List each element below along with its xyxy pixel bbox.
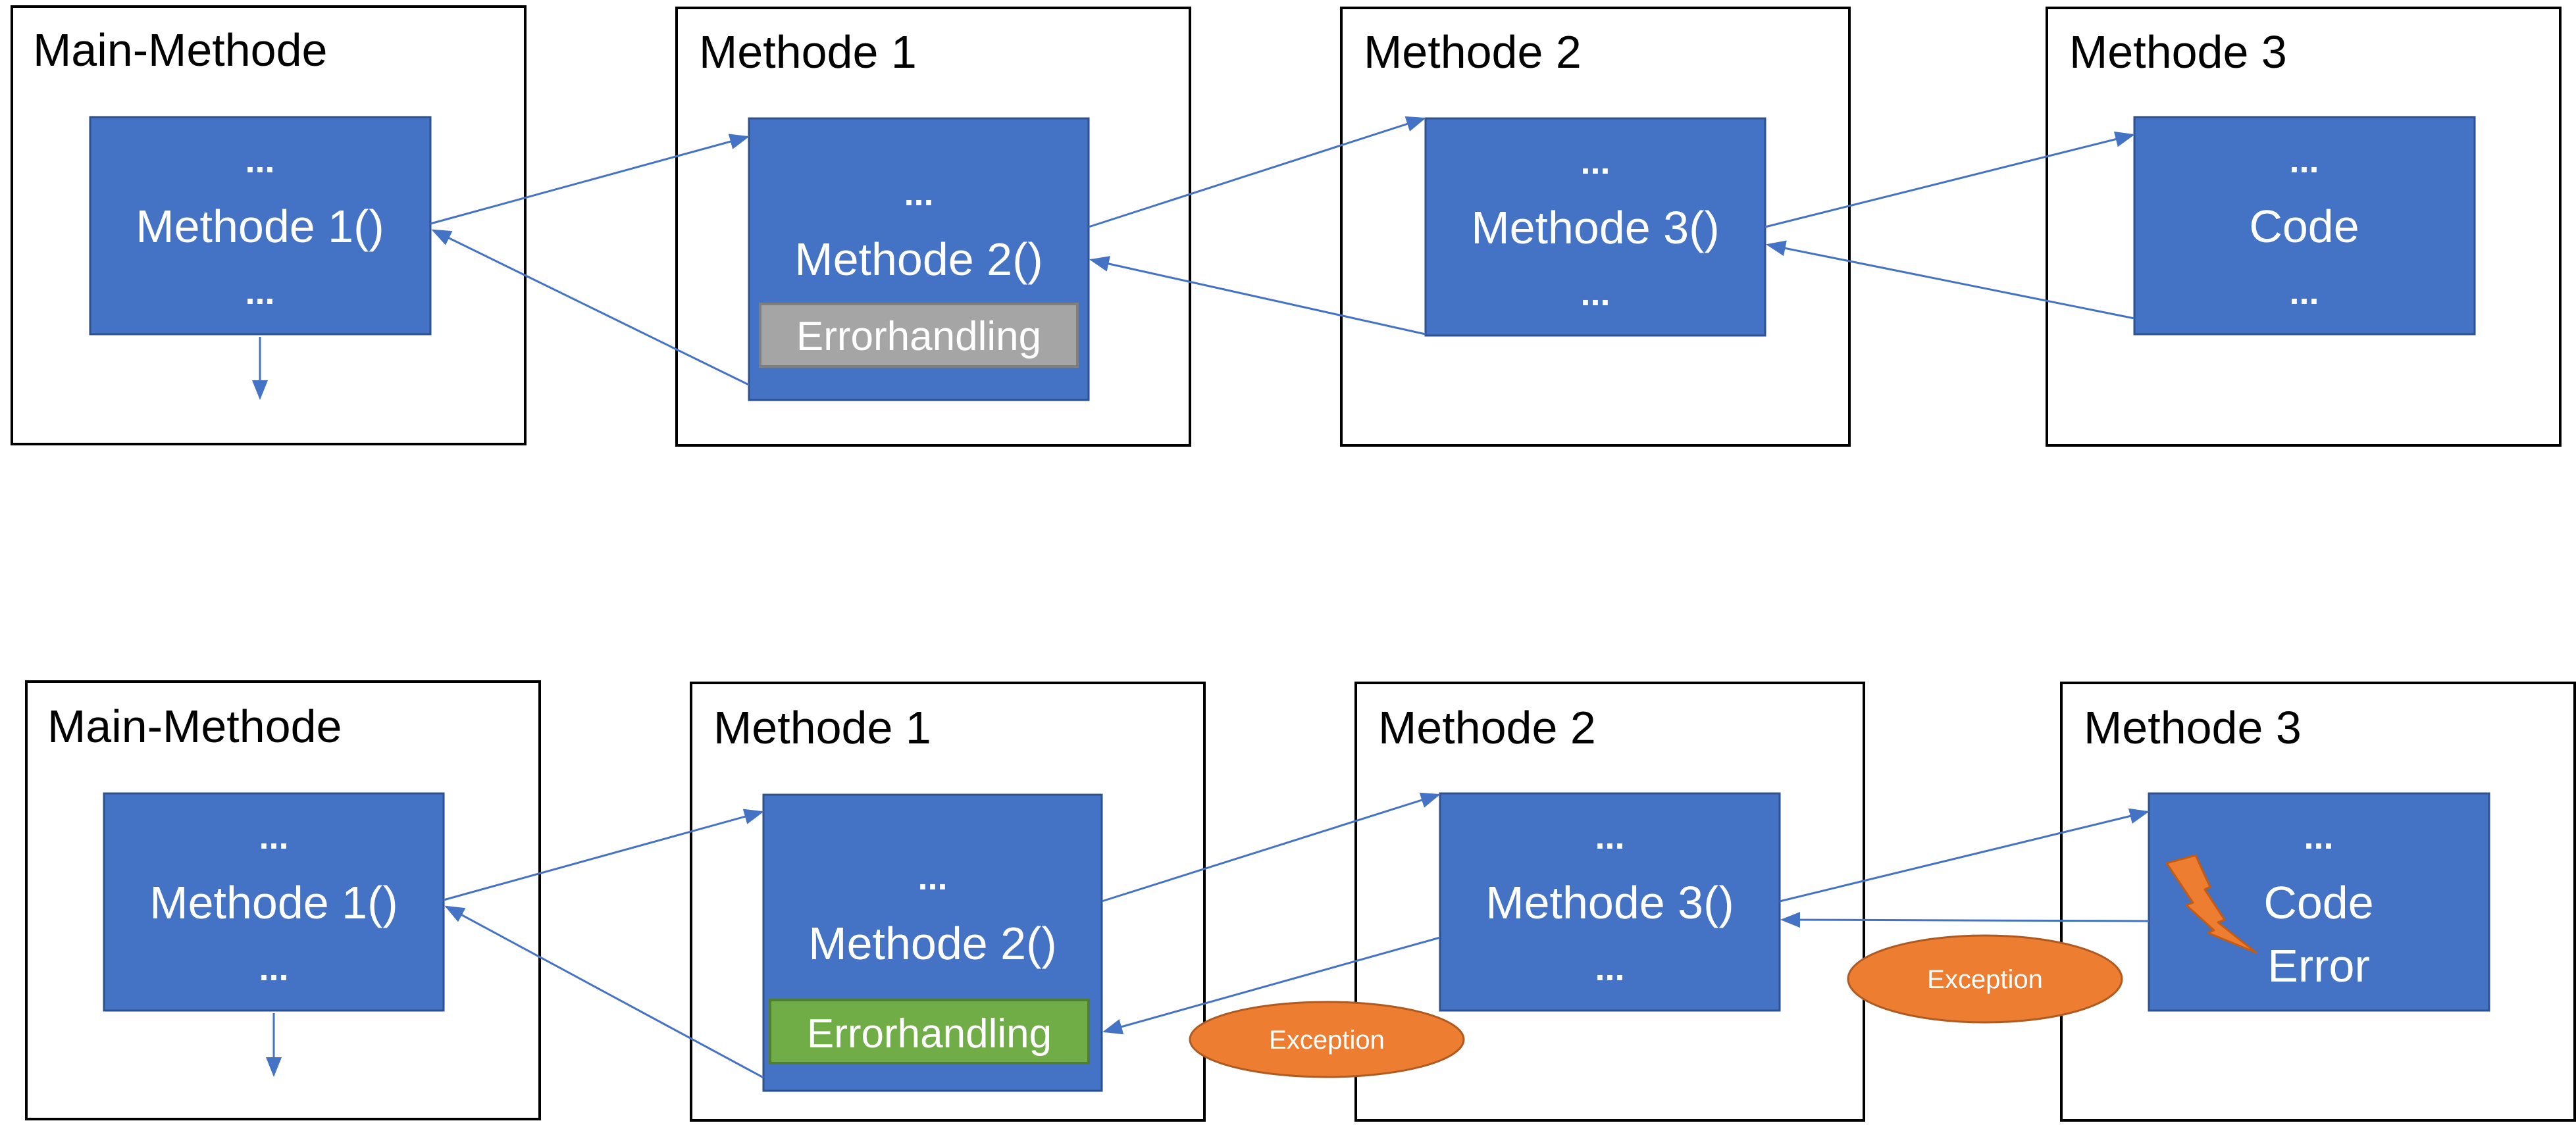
bottom-method1-title: Methode 1	[713, 702, 931, 753]
top-method3-dots-bottom: ...	[2289, 272, 2319, 312]
top-method1-title: Methode 1	[699, 26, 917, 78]
top-method1-call: Methode 2()	[794, 234, 1043, 285]
top-main-dots-top: ...	[245, 141, 274, 180]
top-method3-title: Methode 3	[2069, 26, 2287, 78]
top-method3-code-block	[2133, 116, 2476, 336]
lightning-icon	[2165, 854, 2257, 954]
top-errorhandling-block	[759, 303, 1079, 368]
top-arrow-main-to-m1	[430, 134, 750, 225]
top-errorhandling-label: Errorhandling	[796, 314, 1041, 359]
bottom-method2-title: Methode 2	[1378, 702, 1596, 753]
top-arrow-m2-to-m1	[1089, 256, 1426, 336]
bottom-main-code-block	[103, 792, 445, 1012]
bottom-method3-code: Code	[2263, 877, 2373, 928]
bottom-method1-dots-top: ...	[917, 858, 947, 897]
top-method2-call: Methode 3()	[1471, 202, 1719, 253]
bottom-errorhandling-label: Errorhandling	[807, 1011, 1052, 1057]
exception-label-right: Exception	[1927, 965, 2043, 994]
bottom-main-title: Main-Methode	[47, 701, 342, 752]
top-method3-code: Code	[2249, 201, 2359, 252]
top-arrow-m3-to-m2	[1766, 240, 2135, 320]
bottom-method2-box	[1354, 682, 1865, 1122]
bottom-arrow-m3-to-m2	[1780, 912, 2150, 928]
top-method3-box	[2046, 7, 2562, 447]
top-method3-dots-top: ...	[2289, 141, 2319, 180]
top-main-dots-bottom: ...	[245, 272, 274, 312]
bottom-method3-box	[2060, 682, 2576, 1122]
top-arrow-m2-to-m3	[1765, 131, 2135, 228]
top-method2-title: Methode 2	[1364, 26, 1582, 78]
bottom-main-call: Methode 1()	[149, 877, 398, 928]
top-main-call: Methode 1()	[136, 201, 384, 252]
bottom-method1-call: Methode 2()	[808, 918, 1056, 969]
top-main-title: Main-Methode	[33, 24, 327, 76]
top-method2-dots-bottom: ...	[1580, 274, 1610, 313]
top-main-method-box	[11, 5, 527, 445]
bottom-method3-title: Methode 3	[2084, 702, 2302, 753]
top-method1-box	[675, 7, 1191, 447]
bottom-method2-dots-bottom: ...	[1595, 949, 1624, 988]
bottom-errorhandling-block	[769, 999, 1090, 1064]
bottom-method3-error: Error	[2267, 940, 2370, 991]
bottom-main-dots-bottom: ...	[259, 949, 288, 988]
top-method2-box	[1340, 7, 1851, 447]
top-method2-dots-top: ...	[1580, 142, 1610, 182]
bottom-arrow-m1-to-main	[444, 905, 764, 1079]
bottom-method2-code-block	[1439, 792, 1781, 1012]
bottom-main-dots-top: ...	[259, 817, 288, 857]
bottom-arrow-m1-to-m2	[1101, 792, 1441, 903]
bottom-arrow-main-to-m1	[443, 809, 764, 901]
top-method1-dots-top: ...	[904, 174, 933, 213]
exception-label-left: Exception	[1269, 1026, 1385, 1055]
bottom-arrow-m2-to-m1	[1102, 936, 1441, 1035]
exception-bubble-left	[1189, 1001, 1465, 1078]
bottom-method3-dots-top: ...	[2304, 817, 2333, 857]
bottom-method1-box	[690, 682, 1206, 1122]
bottom-method2-call: Methode 3()	[1485, 877, 1734, 928]
bottom-main-method-box	[25, 680, 541, 1120]
top-main-code-block	[89, 116, 432, 336]
bottom-arrow-m2-to-m3	[1779, 808, 2150, 903]
top-row: Main-Methode Methode 1 Methode 2 Methode…	[11, 5, 2562, 447]
exception-bubble-right	[1847, 934, 2123, 1024]
bottom-row: Main-Methode Methode 1 Methode 2 Methode…	[25, 680, 2576, 1122]
bottom-method2-dots-top: ...	[1595, 817, 1624, 857]
top-arrow-m1-to-main	[431, 229, 750, 386]
top-arrow-m1-to-m2	[1088, 116, 1426, 228]
